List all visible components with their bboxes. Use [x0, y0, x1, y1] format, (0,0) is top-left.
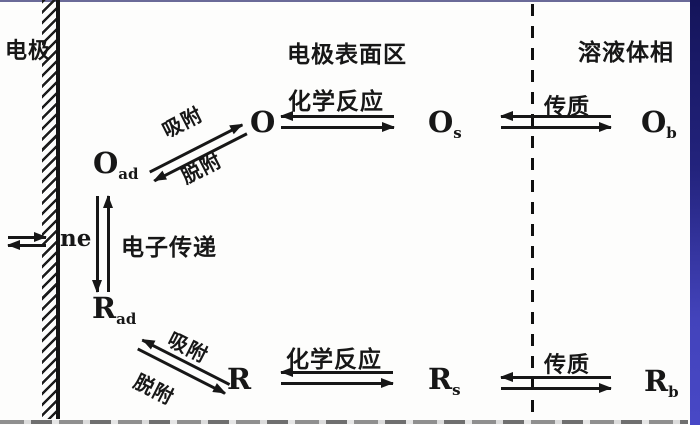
arrow-electron-down	[92, 196, 102, 293]
arrowhead-right-icon	[599, 122, 612, 132]
phase-boundary-dashed-line	[531, 4, 534, 418]
right-accent-strip	[690, 0, 700, 425]
arrow-chem-top-left	[280, 111, 394, 121]
arrowhead-up-icon	[103, 195, 113, 208]
species-r-s: Rs	[428, 362, 461, 399]
chemical-reaction-label-bottom: 化学反应	[286, 346, 382, 372]
chemical-reaction-label-top: 化学反应	[288, 88, 384, 114]
electrode-surface-line	[56, 0, 60, 419]
bulk-region-label: 溶液体相	[578, 39, 674, 65]
top-border	[0, 0, 700, 2]
arrowhead-left-icon	[139, 334, 156, 350]
arrow-mass-bottom-right	[501, 383, 612, 393]
arrowhead-down-icon	[92, 280, 102, 293]
arrow-circuit-left	[7, 240, 46, 250]
arrowhead-left-icon	[150, 170, 168, 186]
arrowhead-left-icon	[500, 111, 513, 121]
arrow-mass-bottom-left	[500, 372, 611, 382]
arrowhead-right-icon	[34, 232, 47, 242]
electrode-region-label: 电极	[5, 38, 52, 63]
mass-transfer-label-top: 传质	[544, 94, 591, 119]
arrowhead-left-icon	[280, 367, 293, 377]
species-r-surface: R	[227, 362, 252, 396]
electron-transfer-label: 电子传递	[121, 234, 217, 260]
arrowhead-right-icon	[599, 383, 612, 393]
desorption-label-bottom: 脱附	[129, 370, 178, 410]
arrowhead-left-icon	[7, 240, 20, 250]
arrow-chem-bottom-right	[281, 378, 394, 388]
arrowhead-right-icon	[381, 378, 394, 388]
species-o-surface: O	[250, 105, 276, 139]
arrowhead-left-icon	[500, 372, 513, 382]
electron-count-label: ne	[60, 225, 92, 252]
species-o-bulk: Ob	[641, 105, 677, 142]
arrow-mass-top-left	[500, 111, 611, 121]
arrow-mass-top-right	[501, 122, 612, 132]
electrode-hatching	[42, 0, 56, 419]
species-o-s: Os	[428, 105, 462, 142]
arrow-electron-up	[103, 195, 113, 292]
mass-transfer-label-bottom: 传质	[544, 352, 591, 377]
arrowhead-right-icon	[382, 122, 395, 132]
arrow-chem-bottom-left	[280, 367, 393, 377]
surface-region-label: 电极表面区	[287, 41, 407, 67]
species-o-adsorbed: Oad	[93, 146, 139, 183]
arrow-circuit-right	[8, 232, 47, 242]
adsorption-label-top: 吸附	[159, 103, 207, 143]
bottom-border	[0, 420, 688, 424]
arrow-chem-top-right	[281, 122, 395, 132]
arrowhead-right-icon	[229, 119, 246, 135]
species-r-bulk: Rb	[644, 364, 679, 401]
arrowhead-left-icon	[280, 111, 293, 121]
species-r-adsorbed: Rad	[92, 291, 137, 328]
